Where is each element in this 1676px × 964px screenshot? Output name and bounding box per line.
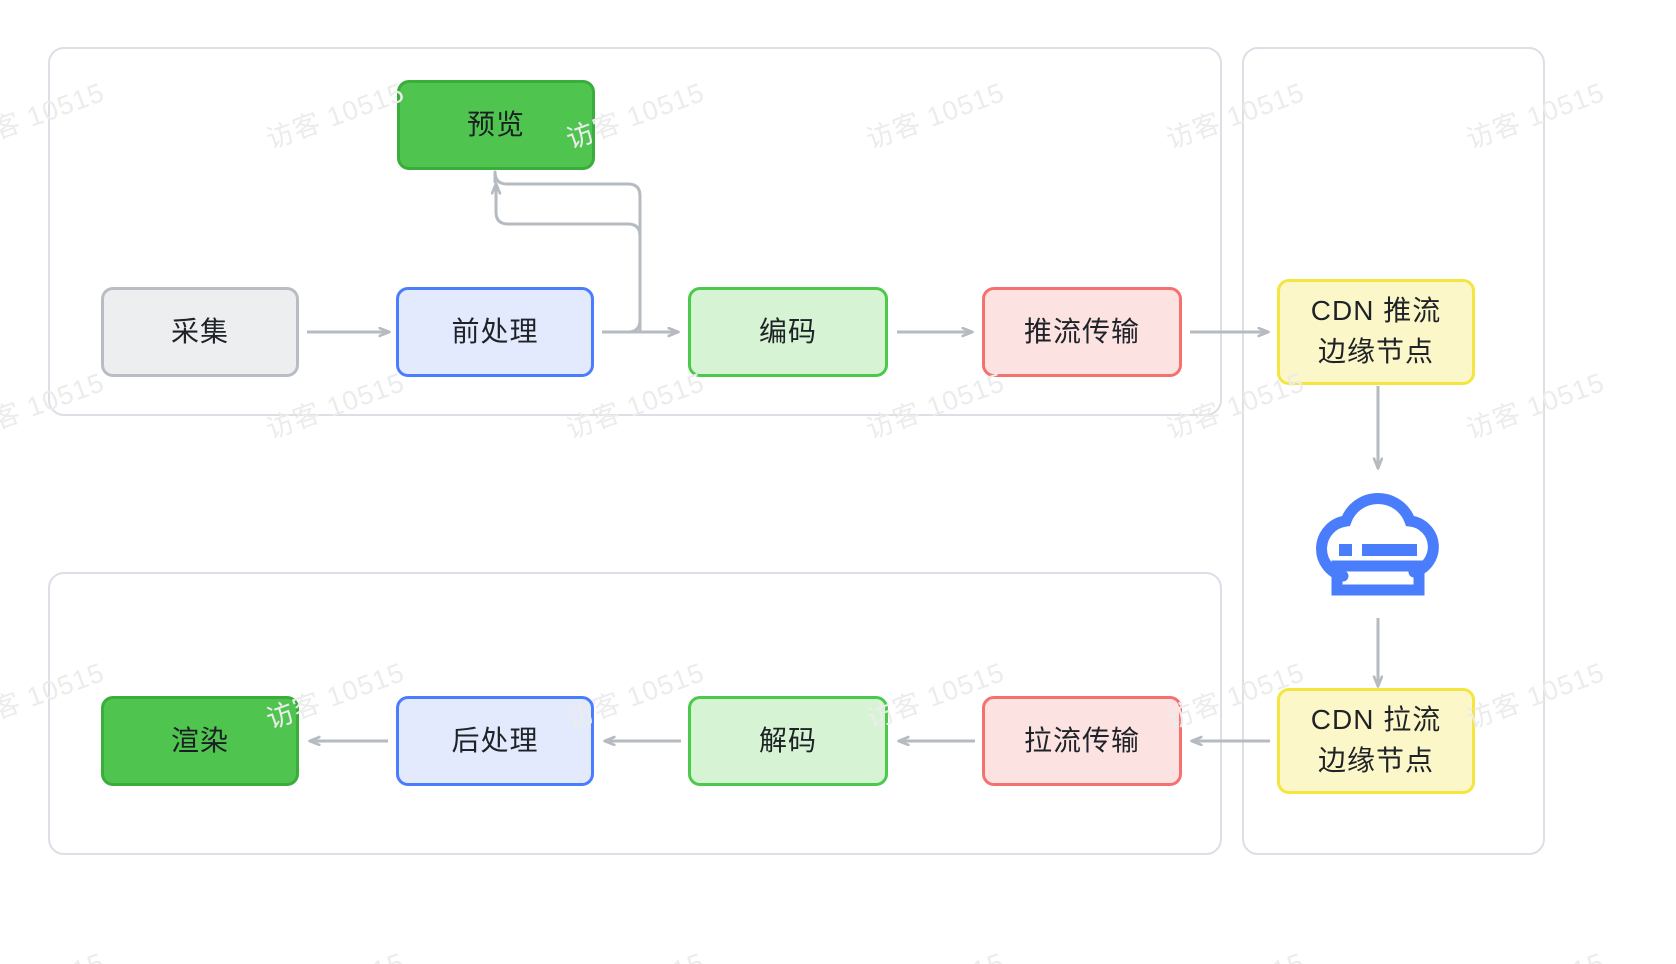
watermark-text: 访客 10515: [1460, 941, 1609, 964]
cdn-pull-line2: 边缘节点: [1317, 745, 1434, 776]
panel-cdn: [1242, 47, 1545, 855]
watermark-text: 访客 10515: [560, 941, 709, 964]
node-preprocess[interactable]: 前处理: [396, 287, 594, 377]
node-cdn-pull-edge[interactable]: CDN 拉流 边缘节点: [1277, 688, 1475, 794]
cdn-push-line1: CDN 推流: [1310, 295, 1442, 327]
node-postprocess[interactable]: 后处理: [396, 696, 594, 786]
node-encode[interactable]: 编码: [688, 287, 888, 377]
watermark-text: 访客 10515: [260, 941, 409, 964]
node-render[interactable]: 渲染: [101, 696, 299, 786]
node-preview[interactable]: 预览: [397, 80, 595, 170]
panel-push-pipeline: [48, 47, 1222, 416]
node-decode[interactable]: 解码: [688, 696, 888, 786]
watermark-text: 访客 10515: [860, 941, 1009, 964]
watermark-text: 访客 10515: [0, 941, 109, 964]
cdn-cloud-icon: [1316, 493, 1439, 596]
cdn-pull-line1: CDN 拉流: [1310, 704, 1442, 736]
node-capture[interactable]: 采集: [101, 287, 299, 377]
cdn-push-line2: 边缘节点: [1317, 336, 1434, 367]
watermark-text: 访客 10515: [1160, 941, 1309, 964]
node-cdn-push-edge[interactable]: CDN 推流 边缘节点: [1277, 279, 1475, 385]
node-pull-transmit[interactable]: 拉流传输: [982, 696, 1182, 786]
panel-pull-pipeline: [48, 572, 1222, 855]
node-push-transmit[interactable]: 推流传输: [982, 287, 1182, 377]
